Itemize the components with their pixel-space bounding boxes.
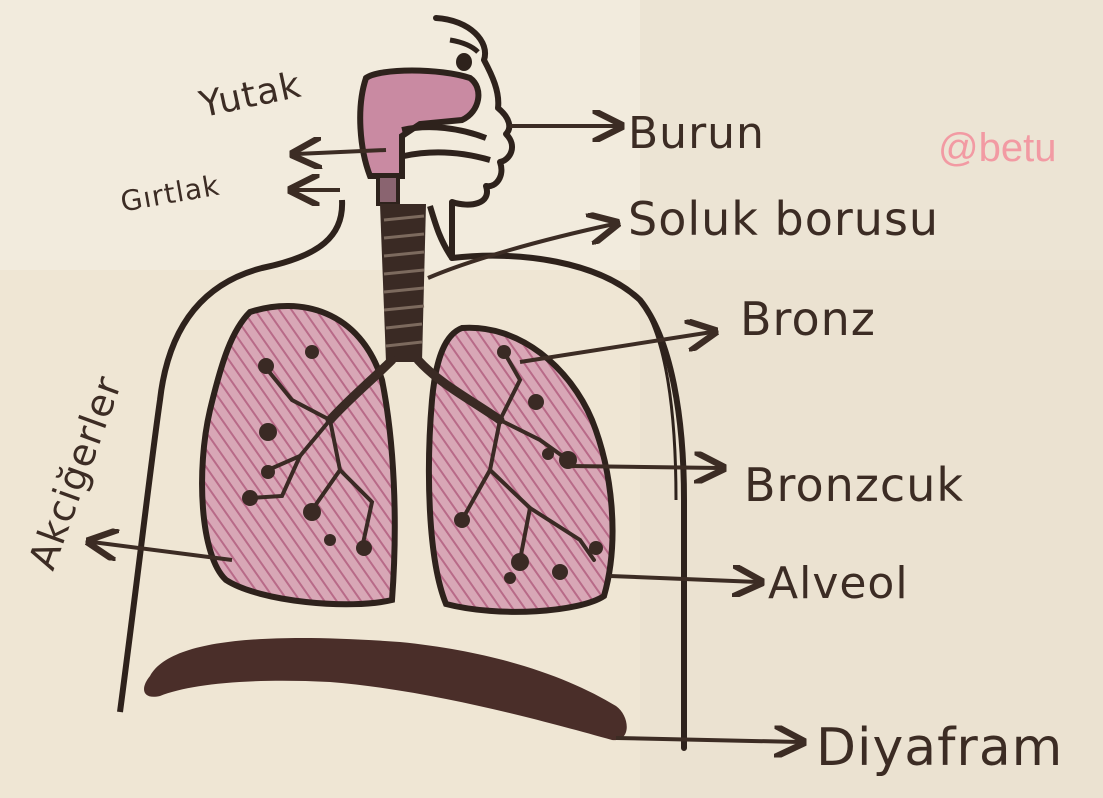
label-soluk-borusu: Soluk borusu <box>628 192 939 246</box>
eye <box>456 53 472 71</box>
larynx <box>378 176 398 204</box>
label-burun: Burun <box>628 108 765 159</box>
watermark-handle: @betu <box>938 126 1056 171</box>
label-bronzcuk: Bronzcuk <box>744 458 964 512</box>
label-alveol: Alveol <box>768 558 909 609</box>
label-diyafram: Diyafram <box>816 718 1063 778</box>
label-bronz: Bronz <box>740 292 876 346</box>
trachea <box>380 204 426 362</box>
